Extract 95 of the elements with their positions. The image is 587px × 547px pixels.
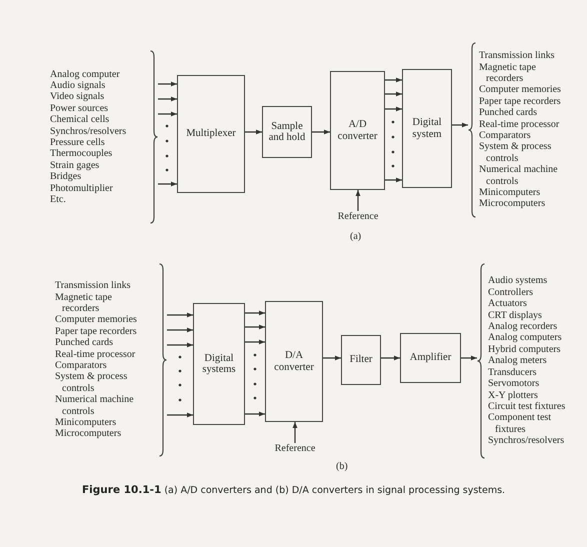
- bracketed-list: [55, 263, 167, 457]
- box-label: Filter: [348, 354, 374, 366]
- list-item: Punched cards: [479, 107, 538, 119]
- arrow: [245, 310, 265, 316]
- box-label: D/A converter: [273, 350, 315, 373]
- list-item: Punched cards: [55, 337, 114, 349]
- arrow: [381, 356, 400, 360]
- arrow: [158, 96, 177, 102]
- list-item: Synchros/resolvers: [488, 435, 566, 447]
- list-item: Comparators: [479, 130, 532, 142]
- arrow: [167, 328, 193, 332]
- process-box: [177, 75, 245, 193]
- process-box: [341, 335, 381, 385]
- list-item: Chemical cells: [50, 114, 110, 126]
- list-item: System & process controls: [55, 371, 128, 394]
- list-item: Paper tape recorders: [479, 96, 562, 108]
- figure-caption: Figure 10.1-1 (a) A/D converters and (b) D/A converters in signal processing systems.: [82, 484, 506, 497]
- list-item: Circuit test fixtures: [488, 400, 566, 412]
- list-item: Strain gages: [50, 160, 100, 172]
- list-item: Magnetic tape recorders: [479, 62, 537, 84]
- list-item: Transmission links: [55, 280, 132, 292]
- arrow: [385, 106, 402, 112]
- list-item: Controllers: [488, 286, 534, 298]
- list-item: X-Y plotters: [488, 390, 539, 401]
- list-item: Numerical machine controls: [55, 394, 135, 418]
- list-item: Real-time processor: [55, 348, 136, 360]
- bracketed-list: [50, 50, 158, 224]
- list-item: Paper tape recorders: [55, 326, 138, 338]
- box-label: Digital system: [411, 117, 443, 140]
- arrow: [385, 92, 402, 96]
- list-item: Etc.: [50, 194, 67, 206]
- list-item: Bridges: [50, 171, 82, 183]
- arrow: [323, 356, 341, 360]
- list-item: Synchros/resolvers: [50, 126, 128, 137]
- list-item: Analog computer: [50, 68, 121, 80]
- list-item: Microcomputers: [479, 198, 546, 210]
- list-item: Magnetic tape recorders: [55, 292, 113, 314]
- arrow: [356, 190, 360, 211]
- arrow: [385, 178, 402, 182]
- process-box: [265, 301, 323, 422]
- list-item: Video signals: [50, 91, 106, 103]
- box-label: Multiplexer: [185, 128, 237, 140]
- process-box: [262, 106, 312, 158]
- arrow: [158, 82, 177, 86]
- list-item: Real-time processor: [479, 118, 560, 130]
- list-item: Audio systems: [488, 275, 548, 287]
- arrow: [158, 182, 177, 186]
- list-item: Analog computers: [488, 332, 563, 344]
- list-item: Power sources: [50, 102, 110, 114]
- list-item: Hybrid computers: [488, 344, 562, 356]
- panel-label: (a): [350, 231, 362, 242]
- process-box: [193, 303, 245, 425]
- list-item: Computer memories: [479, 84, 562, 96]
- process-box: [330, 71, 385, 190]
- list-item: Minicomputers: [479, 187, 542, 198]
- list-item: Analog recorders: [488, 321, 558, 332]
- list-item: Minicomputers: [55, 417, 118, 428]
- arrow: [245, 340, 265, 344]
- list-item: CRT displays: [488, 310, 543, 322]
- process-box: [402, 69, 452, 188]
- arrow: [385, 78, 402, 82]
- reference-label: Reference: [330, 211, 386, 224]
- arrow: [245, 324, 265, 330]
- list-item: Numerical machine controls: [479, 164, 559, 188]
- list-item: Comparators: [55, 360, 108, 372]
- arrow: [312, 130, 330, 134]
- list-item: Photomultiplier: [50, 182, 114, 194]
- list-item: Actuators: [488, 298, 528, 310]
- list-item: Transducers: [488, 366, 538, 378]
- box-label: Amplifier: [408, 352, 452, 364]
- list-item: Computer memories: [55, 314, 138, 326]
- box-label: Sample and hold: [268, 120, 306, 144]
- box-label: A/D converter: [336, 119, 378, 142]
- list-item: System & process controls: [479, 141, 552, 164]
- list-item: Pressure cells: [50, 137, 106, 148]
- arrow: [452, 122, 468, 128]
- list-item: Component test fixtures: [488, 412, 552, 436]
- list-item: Transmission links: [479, 50, 556, 62]
- reference-label: Reference: [267, 443, 323, 456]
- arrow: [461, 356, 477, 360]
- panel-label: (b): [336, 461, 348, 472]
- list-item: Thermocouples: [50, 148, 114, 160]
- arrow: [245, 412, 265, 416]
- list-item: Analog meters: [488, 355, 548, 367]
- list-item: Servomotors: [488, 378, 540, 390]
- process-box: [400, 333, 461, 383]
- list-item: Microcomputers: [55, 428, 122, 440]
- arrow: [158, 112, 177, 116]
- arrow: [167, 412, 193, 418]
- arrow: [292, 422, 298, 443]
- arrow: [245, 130, 262, 134]
- list-item: Audio signals: [50, 80, 106, 92]
- arrow: [167, 312, 193, 318]
- arrow: [167, 342, 193, 348]
- box-label: Digital systems: [201, 352, 237, 376]
